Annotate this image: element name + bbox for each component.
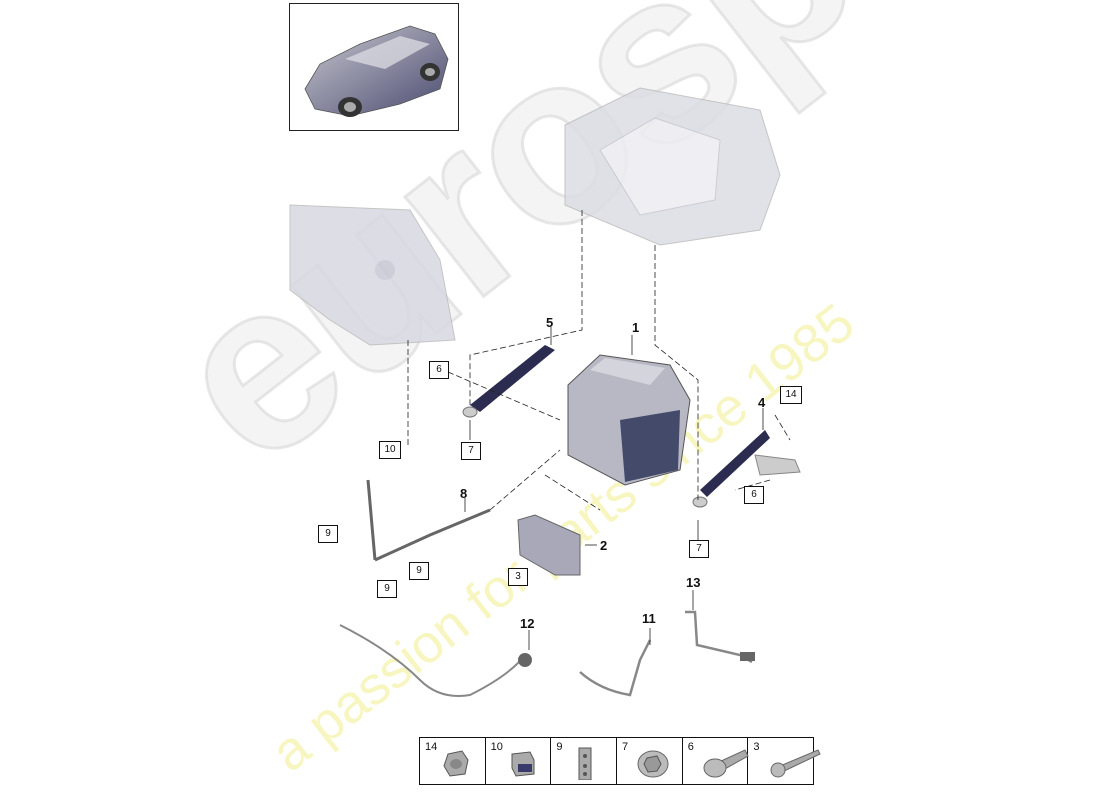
box-callout-9: 9 (409, 562, 429, 580)
underbody-shield-left (289, 204, 456, 346)
vehicle-thumbnail (289, 3, 459, 131)
hex-nut-icon (637, 750, 669, 778)
legend-number: 14 (425, 741, 438, 753)
legend-number: 7 (622, 741, 629, 753)
clip-icon (511, 751, 535, 777)
legend-cell: 10 (486, 738, 552, 784)
suv-icon (304, 25, 449, 117)
callout-8: 8 (460, 486, 468, 501)
box-callout-3: 3 (508, 568, 528, 586)
fastener-legend: 14 10 9 7 6 3 (419, 737, 822, 785)
box-callout-6: 6 (429, 361, 449, 379)
callout-5: 5 (546, 315, 554, 330)
flange-nut-icon (443, 750, 469, 777)
legend-number: 3 (753, 741, 760, 753)
short-screw-icon (703, 749, 749, 778)
callout-11: 11 (642, 611, 656, 626)
legend-number: 6 (687, 741, 694, 753)
bracket-5 (470, 345, 555, 412)
box-callout-6: 6 (744, 486, 764, 504)
callout-12: 12 (520, 616, 535, 631)
box-callout-14: 14 (780, 386, 802, 404)
callout-1: 1 (632, 320, 640, 335)
callout-2: 2 (600, 538, 608, 553)
legend-number: 9 (556, 741, 563, 753)
box-callout-9: 9 (318, 525, 338, 543)
box-callout-7: 7 (461, 442, 481, 460)
callout-13: 13 (686, 575, 701, 590)
box-callout-7: 7 (689, 540, 709, 558)
legend-cell: 3 (748, 738, 822, 784)
underbody-shield-top (564, 87, 781, 246)
cable-holder-icon (578, 747, 592, 780)
legend-cell: 9 (551, 738, 618, 784)
legend-number: 10 (490, 741, 503, 753)
callout-4: 4 (758, 395, 766, 410)
parts-diagram (289, 87, 801, 697)
bracket-4 (700, 430, 770, 497)
legend-cell: 6 (683, 738, 749, 784)
cover-2 (517, 514, 581, 576)
box-callout-10: 10 (379, 441, 401, 459)
box-callout-9: 9 (377, 580, 397, 598)
legend-cell: 7 (617, 738, 683, 784)
long-screw-icon (770, 749, 822, 778)
control-unit (567, 354, 691, 486)
legend-cell: 14 (420, 738, 486, 784)
